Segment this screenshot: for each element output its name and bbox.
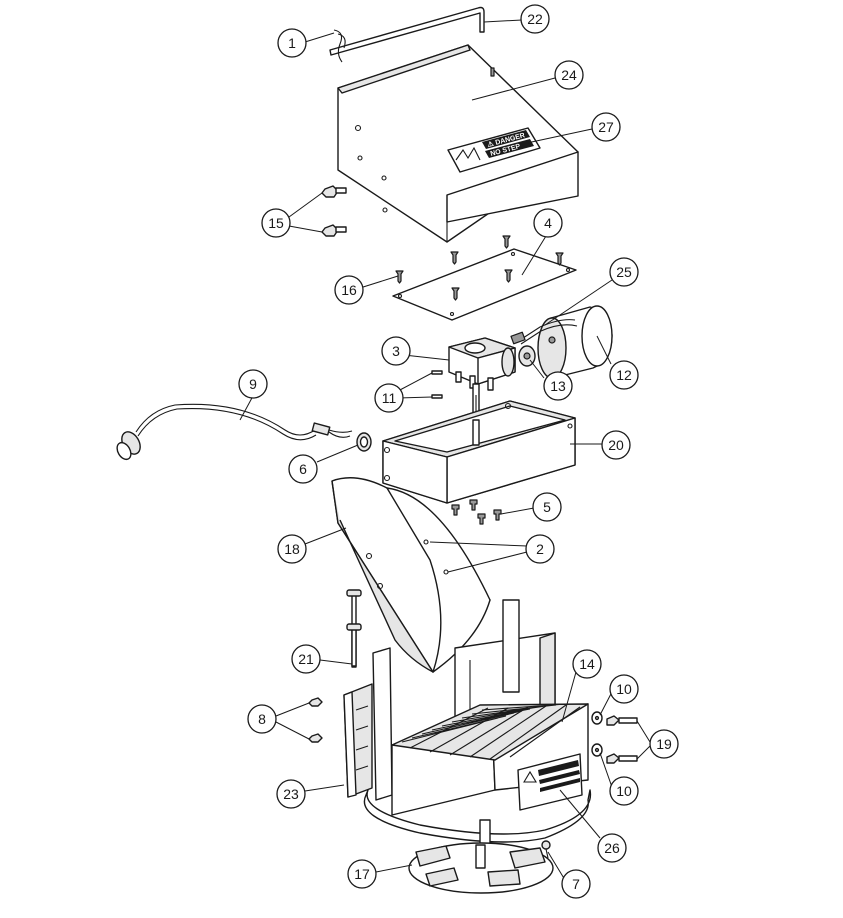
callout-9: 9 xyxy=(238,369,268,399)
leader-lines xyxy=(239,19,651,881)
callout-25: 25 xyxy=(609,257,639,287)
discharge-chute-part xyxy=(331,477,491,673)
callout-number: 22 xyxy=(527,11,543,27)
callout-number: 17 xyxy=(354,866,370,882)
callout-number: 7 xyxy=(572,876,580,892)
self-tapping-screw-part xyxy=(395,235,564,301)
base-frame-part xyxy=(363,599,592,849)
callout-16: 16 xyxy=(334,275,364,305)
mounting-plate-part xyxy=(392,248,577,321)
callout-number: 12 xyxy=(616,367,632,383)
callout-number: 14 xyxy=(579,656,595,672)
small-bolt-part xyxy=(451,499,502,525)
warning-decal-part xyxy=(517,753,583,811)
hair-pin-part xyxy=(333,29,346,63)
hex-bolt-part xyxy=(606,715,638,764)
callout-20: 20 xyxy=(601,430,631,460)
callout-number: 13 xyxy=(550,378,566,394)
callout-number: 10 xyxy=(616,681,632,697)
pin-part xyxy=(431,370,443,399)
callout-14: 14 xyxy=(572,649,602,679)
hex-nut-part xyxy=(308,697,323,743)
callout-23: 23 xyxy=(276,779,306,809)
callout-number: 24 xyxy=(561,67,577,83)
callout-number: 20 xyxy=(608,437,624,453)
callout-10-upper: 10 xyxy=(609,674,639,704)
callout-number: 23 xyxy=(283,786,299,802)
cotter-pin-part xyxy=(541,840,551,859)
callout-number: 4 xyxy=(544,215,552,231)
callout-3: 3 xyxy=(381,336,411,366)
callout-21: 21 xyxy=(291,644,321,674)
callout-12: 12 xyxy=(609,360,639,390)
callout-26: 26 xyxy=(597,833,627,863)
callout-6: 6 xyxy=(288,454,318,484)
hex-bolt-part xyxy=(321,185,347,198)
callout-18: 18 xyxy=(277,534,307,564)
hex-bolt-part xyxy=(321,224,347,237)
callout-number: 11 xyxy=(382,390,397,406)
callout-number: 27 xyxy=(598,119,614,135)
grommet-part xyxy=(356,432,372,452)
callout-number: 5 xyxy=(543,499,551,515)
callout-17: 17 xyxy=(347,859,377,889)
carriage-bolt-part xyxy=(346,589,362,668)
callout-number: 6 xyxy=(299,461,307,477)
callout-number: 25 xyxy=(616,264,632,280)
callout-4: 4 xyxy=(533,208,563,238)
callout-8: 8 xyxy=(247,704,277,734)
electric-motor-part xyxy=(537,305,613,379)
grate-pattern xyxy=(401,703,581,760)
callout-number: 19 xyxy=(656,736,672,752)
callout-number: 21 xyxy=(298,651,314,667)
callout-13: 13 xyxy=(543,371,573,401)
callout-22: 22 xyxy=(520,4,550,34)
prop-rod-part xyxy=(329,6,485,56)
gearbox-part xyxy=(448,337,516,445)
callout-24: 24 xyxy=(554,60,584,90)
callout-15: 15 xyxy=(261,208,291,238)
callout-number: 18 xyxy=(284,541,300,557)
spinner-disc-part xyxy=(408,842,554,894)
flat-washer-part xyxy=(591,711,603,757)
callout-number: 8 xyxy=(258,711,266,727)
callout-27: 27 xyxy=(591,112,621,142)
callout-7: 7 xyxy=(561,869,591,899)
callout-number: 10 xyxy=(616,783,632,799)
callout-number: 3 xyxy=(392,343,400,359)
motor-housing-box-part xyxy=(382,400,576,504)
control-cable-part xyxy=(116,403,353,461)
side-bracket-part xyxy=(343,683,373,798)
callout-1: 1 xyxy=(277,28,307,58)
callout-number: 9 xyxy=(249,376,257,392)
callout-number: 2 xyxy=(536,541,544,557)
callout-10-lower: 10 xyxy=(609,776,639,806)
cover-lid-part xyxy=(337,44,579,243)
callout-5: 5 xyxy=(532,492,562,522)
callout-19: 19 xyxy=(649,729,679,759)
callout-number: 1 xyxy=(288,35,296,51)
callout-11: 11 xyxy=(374,383,404,413)
callout-2: 2 xyxy=(525,534,555,564)
callout-number: 26 xyxy=(604,840,620,856)
wire-harness-part xyxy=(510,319,578,345)
callout-number: 16 xyxy=(341,282,357,298)
callout-number: 15 xyxy=(268,215,284,231)
